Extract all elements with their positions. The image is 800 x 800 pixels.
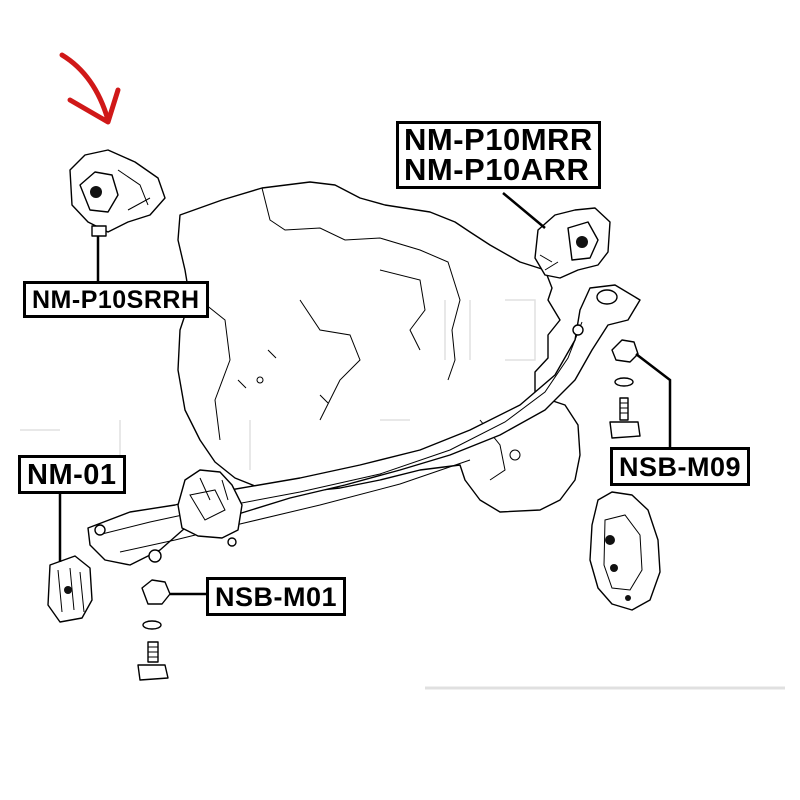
left-nut-stack	[137, 579, 171, 681]
rear-mount-part	[69, 149, 166, 237]
label-top-mount: NM-P10MRR NM-P10ARR	[396, 121, 601, 189]
subframe-crossmember	[87, 284, 641, 566]
red-arrow-annotation	[59, 52, 121, 125]
label-top-mount-line1: NM-P10MRR	[404, 122, 593, 157]
right-side-mount-part	[589, 491, 661, 611]
top-right-mount-part	[534, 207, 611, 279]
label-nut-left: NSB-M01	[206, 577, 347, 616]
front-mount-part	[47, 555, 93, 623]
label-nut-right: NSB-M09	[610, 447, 751, 486]
label-top-mount-line2: NM-P10ARR	[404, 152, 590, 187]
watermark	[20, 299, 785, 690]
leader-lines	[58, 192, 672, 596]
label-rear-mount: NM-P10SRRH	[23, 281, 209, 318]
leader-nut-right	[635, 353, 672, 448]
label-front-mount: NM-01	[18, 455, 126, 494]
leader-top-mount	[502, 192, 546, 229]
